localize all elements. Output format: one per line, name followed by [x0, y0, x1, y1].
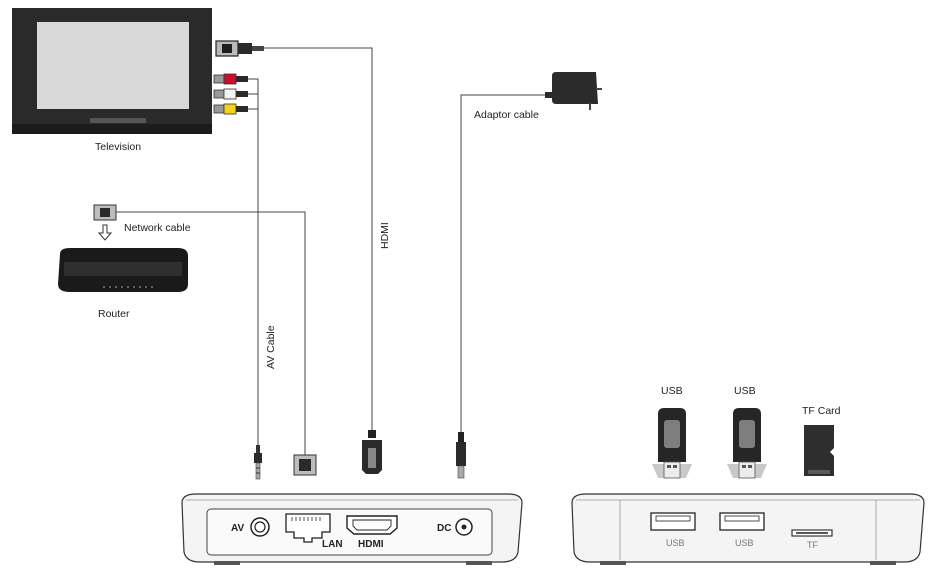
power-adaptor [545, 72, 602, 110]
av-port-label: AV [231, 523, 244, 534]
usb-port-2-label: USB [735, 538, 754, 548]
av-cable [248, 78, 259, 445]
tv-base [12, 124, 212, 134]
av-cable-label: AV Cable [265, 325, 277, 369]
tf-card [804, 425, 834, 476]
lan-port [285, 513, 331, 543]
router-label: Router [98, 308, 130, 320]
usb-stick-2-label: USB [734, 385, 756, 397]
network-cable-label: Network cable [124, 222, 191, 234]
tf-slot-label: TF [807, 540, 818, 550]
usb-stick-1-label: USB [661, 385, 683, 397]
television [12, 8, 212, 134]
usb-port-1-label: USB [666, 538, 685, 548]
tv-screen [37, 22, 189, 109]
tv-rca-red-plug [213, 73, 248, 85]
usb-port-2 [719, 512, 765, 531]
hdmi-cable [264, 47, 373, 430]
television-label: Television [95, 141, 141, 153]
tf-slot [791, 529, 833, 537]
dc-port [455, 518, 473, 536]
av-jack-plug [254, 445, 262, 480]
tf-card-label: TF Card [802, 405, 841, 417]
usb-port-1 [650, 512, 696, 531]
box-back-panel [181, 493, 523, 565]
hdmi-plug [362, 430, 382, 474]
hdmi-port-label: HDMI [358, 539, 384, 550]
lan-plug [293, 454, 317, 476]
dc-port-label: DC [437, 523, 451, 534]
tv-hdmi-plug [215, 40, 264, 57]
router [58, 248, 188, 292]
network-plug [93, 204, 117, 221]
av-port [250, 517, 270, 537]
down-arrow-icon [97, 224, 113, 241]
adaptor-cable [460, 94, 545, 432]
tv-rca-white-plug [213, 88, 248, 100]
hdmi-cable-label: HDMI [379, 222, 391, 249]
dc-plug [456, 432, 466, 479]
hdmi-port [346, 515, 398, 535]
lan-port-label: LAN [322, 539, 343, 550]
adaptor-cable-label: Adaptor cable [474, 109, 539, 121]
network-cable [116, 211, 306, 455]
tv-rca-yellow-plug [213, 103, 248, 115]
tv-stand [90, 118, 146, 123]
usb-stick-1 [652, 408, 692, 479]
usb-stick-2 [727, 408, 767, 479]
